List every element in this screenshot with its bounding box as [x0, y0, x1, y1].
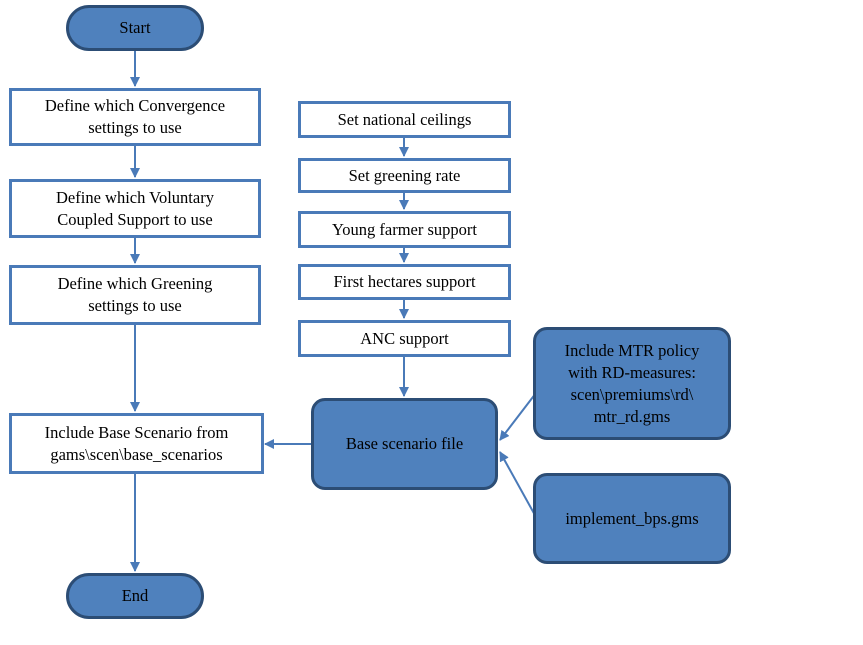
- end-label: End: [121, 586, 149, 605]
- coupled-support-step-label: Define which Voluntary Coupled Support t…: [56, 187, 214, 229]
- mtr-policy-node: Include MTR policy with RD-measures: sce…: [533, 327, 731, 440]
- greening-rate-label: Set greening rate: [348, 165, 461, 185]
- first-hectares-label: First hectares support: [333, 272, 476, 291]
- implement-bps-label: implement_bps.gms: [565, 508, 699, 528]
- anc-step: ANC support: [298, 320, 511, 357]
- national-ceilings-step: Set national ceilings: [298, 101, 511, 138]
- convergence-step: Define which Convergence settings to use: [9, 88, 261, 146]
- convergence-step-label: Define which Convergence settings to use: [44, 96, 226, 137]
- start-label: Start: [119, 18, 151, 37]
- start-terminal: Start: [66, 5, 204, 51]
- greening-rate-step: Set greening rate: [298, 158, 511, 193]
- first-hectares-step: First hectares support: [298, 264, 511, 300]
- arrow-bps-to-base-file: [499, 451, 537, 518]
- arrow-mtr-to-base-file: [499, 392, 537, 441]
- mtr-policy-label: Include MTR policy with RD-measures: sce…: [564, 340, 700, 426]
- greening-step-label: Define which Greening settings to use: [57, 274, 213, 315]
- young-farmer-label: Young farmer support: [332, 219, 477, 239]
- include-base-step: Include Base Scenario from gams\scen\bas…: [9, 413, 264, 474]
- implement-bps-node: implement_bps.gms: [533, 473, 731, 564]
- national-ceilings-label: Set national ceilings: [337, 109, 472, 129]
- include-base-step-label: Include Base Scenario from gams\scen\bas…: [44, 422, 229, 464]
- greening-step: Define which Greening settings to use: [9, 265, 261, 325]
- base-scenario-file-label: Base scenario file: [345, 434, 464, 453]
- coupled-support-step: Define which Voluntary Coupled Support t…: [9, 179, 261, 238]
- anc-label: ANC support: [360, 328, 449, 348]
- base-scenario-file-node: Base scenario file: [311, 398, 498, 490]
- young-farmer-step: Young farmer support: [298, 211, 511, 248]
- end-terminal: End: [66, 573, 204, 619]
